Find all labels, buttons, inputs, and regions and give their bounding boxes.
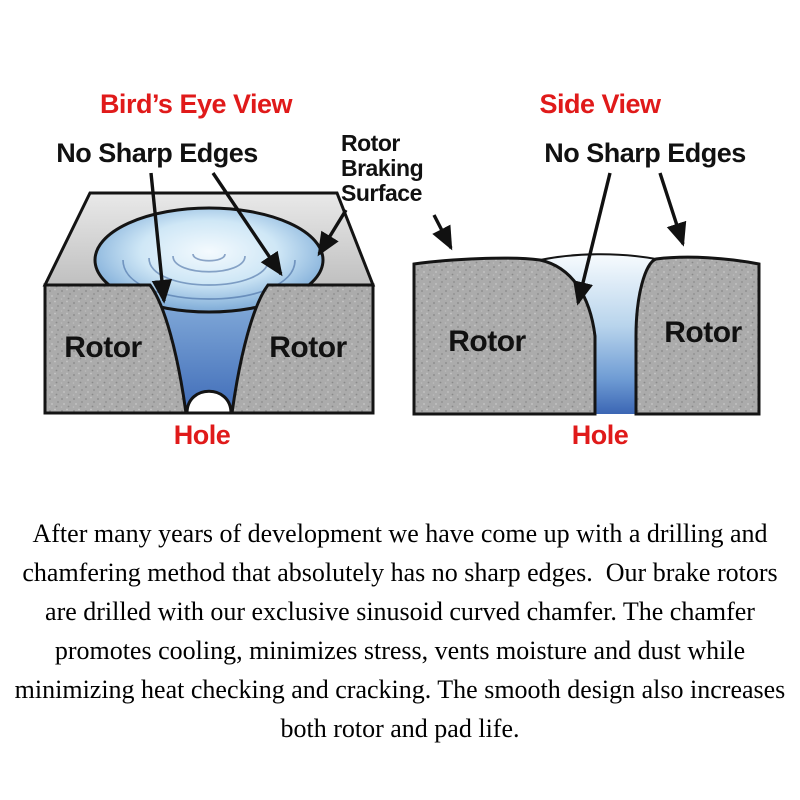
rotor-label-birdseye-right: Rotor: [269, 331, 347, 364]
birds-eye-view-figure: [42, 191, 376, 415]
birds-eye-view-title: Bird’s Eye View: [99, 89, 293, 119]
rotor-label-birdseye-left: Rotor: [64, 331, 142, 364]
rotor-braking-surface-line1: Rotor: [341, 130, 400, 156]
arrow-no-sharp-edges-left-2: [211, 172, 283, 277]
side-rotor-right-block: [634, 255, 761, 416]
side-rotor-left-block: [412, 256, 597, 416]
diagram-graphics: [42, 172, 761, 416]
side-chamfer-channel: [540, 254, 656, 414]
arrow-no-sharp-edges-right-1: [573, 172, 612, 306]
rotor-braking-surface-line3: Surface: [341, 180, 422, 206]
side-opening-back-edge: [539, 253, 657, 261]
rotor-braking-surface-line2: Braking: [341, 155, 424, 181]
chamfer-channel-front: [150, 283, 268, 413]
side-view-figure: [412, 253, 761, 416]
no-sharp-edges-label-left: No Sharp Edges: [56, 138, 258, 168]
rotor-label-sideview-right: Rotor: [664, 316, 742, 349]
rotor-braking-surface-label: Rotor Braking Surface: [341, 131, 471, 206]
no-sharp-edges-label-right: No Sharp Edges: [544, 138, 746, 168]
hole-label-sideview: Hole: [571, 420, 629, 450]
arrow-braking-surface-right: [432, 214, 453, 251]
arrow-no-sharp-edges-left-1: [149, 172, 173, 304]
description-paragraph: After many years of development we have …: [14, 519, 792, 743]
arrow-braking-surface-left: [317, 209, 348, 257]
side-view-title: Side View: [539, 89, 661, 119]
arrow-no-sharp-edges-right-2: [658, 172, 687, 247]
hole-bottom-notch: [185, 389, 233, 415]
rotor-label-sideview-left: Rotor: [448, 325, 526, 358]
hole-label-birdseye: Hole: [173, 420, 231, 450]
annotation-arrows: [149, 172, 687, 306]
